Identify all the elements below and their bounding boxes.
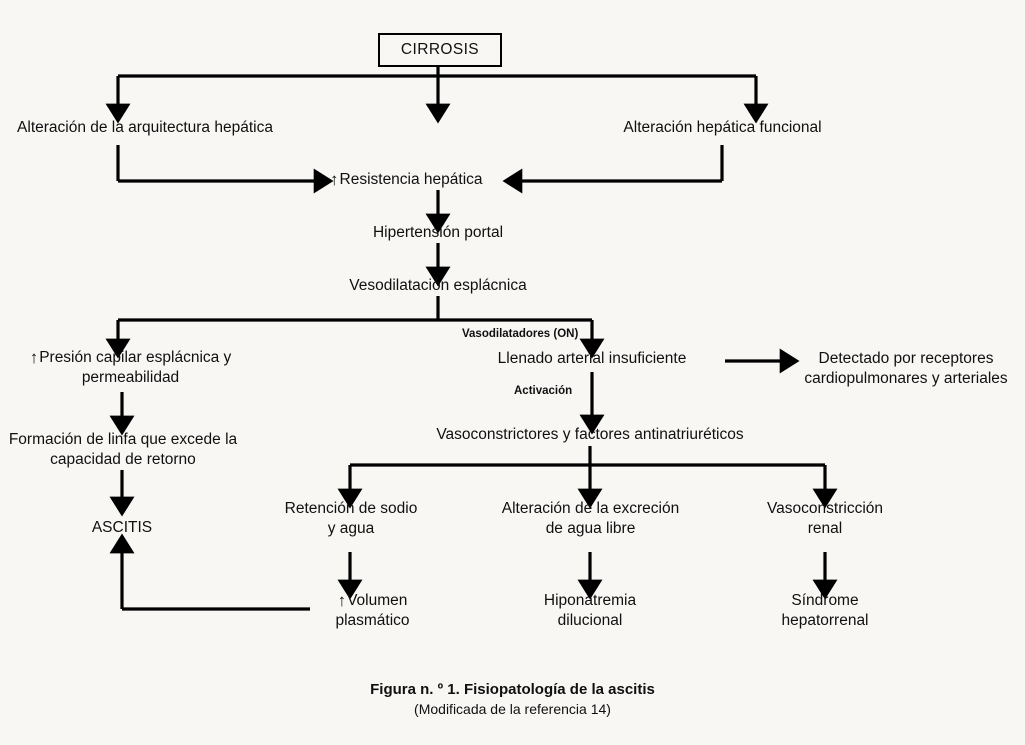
- node-resistencia-hepatica: ↑Resistencia hepática: [330, 170, 546, 190]
- node-retencion-sodio-line1: Retención de sodio: [284, 500, 418, 517]
- node-vasodilatacion-esplacnica-line1: Vesodilatación esplácnica: [349, 277, 527, 294]
- node-alteracion-excrecion-line2: de agua libre: [545, 519, 636, 537]
- edge-label-vasodilatadores: Vasodilatadores (ON): [462, 328, 579, 340]
- node-formacion-linfa: Formación de linfa que excede la capacid…: [8, 430, 238, 470]
- node-detectado-receptores-line2: cardiopulmonares y arteriales: [804, 369, 1008, 387]
- node-ascitis-label: ASCITIS: [91, 519, 153, 536]
- increase-arrow-icon: ↑: [29, 348, 39, 367]
- node-retencion-sodio-line2: y agua: [327, 519, 375, 537]
- node-vasoconstrictores: Vasoconstrictores y factores antinatriur…: [400, 425, 780, 445]
- node-hiponatremia-line2: dilucional: [557, 611, 623, 629]
- node-volumen-plasmatico-line2: plasmático: [335, 611, 410, 629]
- node-presion-capilar-line2: permeabilidad: [81, 368, 180, 386]
- node-presion-capilar-line1: Presión capilar esplácnica y: [39, 349, 232, 366]
- node-sindrome-hepatorrenal-line2: hepatorrenal: [781, 611, 869, 629]
- node-alteracion-arquitectura: Alteración de la arquitectura hepática: [0, 118, 290, 138]
- figure-caption-subtitle: (Modificada de la referencia 14): [414, 701, 611, 717]
- node-volumen-plasmatico: ↑Volumen plasmático: [300, 591, 445, 631]
- node-formacion-linfa-line2: capacidad de retorno: [50, 450, 196, 468]
- node-sindrome-hepatorrenal: Síndrome hepatorrenal: [745, 591, 905, 631]
- node-alteracion-excrecion: Alteración de la excreción de agua libre: [483, 499, 698, 539]
- node-retencion-sodio: Retención de sodio y agua: [272, 499, 430, 539]
- node-cirrosis-label: CIRROSIS: [400, 41, 480, 58]
- node-detectado-receptores-line1: Detectado por receptores: [818, 350, 994, 367]
- node-hipertension-portal-line1: Hipertensión portal: [372, 224, 504, 241]
- increase-arrow-icon: ↑: [330, 170, 339, 189]
- node-alteracion-funcional: Alteración hepática funcional: [600, 118, 845, 138]
- edge-label-activacion: Activación: [514, 385, 573, 397]
- increase-arrow-icon: ↑: [337, 591, 347, 610]
- node-hiponatremia-line1: Hiponatremia: [543, 592, 637, 609]
- node-alteracion-excrecion-line1: Alteración de la excreción: [501, 500, 680, 517]
- node-detectado-receptores: Detectado por receptores cardiopulmonare…: [790, 349, 1022, 389]
- node-vasoconstrictores-line1: Vasoconstrictores y factores antinatriur…: [436, 426, 744, 443]
- node-ascitis: ASCITIS: [62, 518, 182, 538]
- node-alteracion-funcional-line1: Alteración hepática funcional: [623, 119, 822, 136]
- node-presion-capilar: ↑Presión capilar esplácnica y permeabili…: [8, 348, 253, 388]
- figure-caption: Figura n. º 1. Fisiopatología de la asci…: [0, 681, 1025, 717]
- node-vasodilatacion-esplacnica: Vesodilatación esplácnica: [318, 276, 558, 296]
- node-vasoconstriccion-renal-line1: Vasoconstricción: [766, 500, 883, 517]
- node-vasoconstriccion-renal: Vasoconstricción renal: [742, 499, 908, 539]
- node-resistencia-hepatica-line1: Resistencia hepática: [339, 171, 483, 188]
- node-alteracion-arquitectura-line1: Alteración de la arquitectura hepática: [17, 119, 273, 136]
- node-sindrome-hepatorrenal-line1: Síndrome: [791, 592, 859, 609]
- figure-caption-title: Figura n. º 1. Fisiopatología de la asci…: [370, 681, 655, 698]
- node-llenado-arterial: Llenado arterial insuficiente: [472, 349, 712, 369]
- node-volumen-plasmatico-line1: Volumen: [347, 592, 408, 609]
- node-llenado-arterial-line1: Llenado arterial insuficiente: [497, 350, 687, 367]
- node-cirrosis: CIRROSIS: [378, 33, 502, 67]
- node-vasoconstriccion-renal-line2: renal: [807, 519, 843, 537]
- node-hipertension-portal: Hipertensión portal: [328, 223, 548, 243]
- node-formacion-linfa-line1: Formación de linfa que excede la: [8, 431, 238, 448]
- node-hiponatremia: Hiponatremia dilucional: [510, 591, 670, 631]
